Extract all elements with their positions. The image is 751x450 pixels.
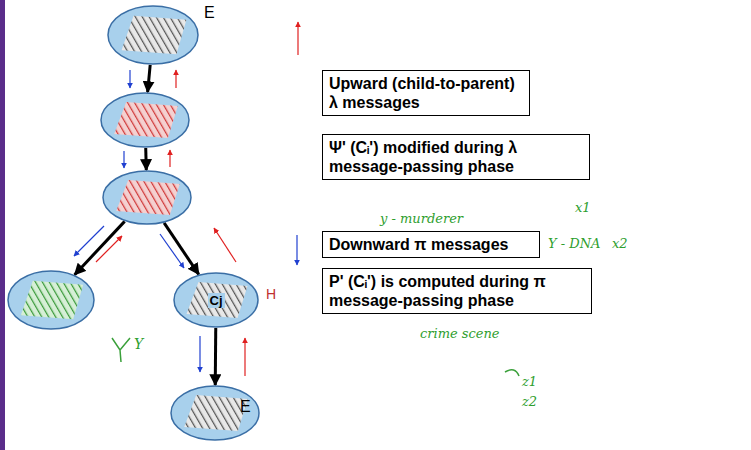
text-box: Upward (child-to-parent) λ messages — [322, 70, 530, 116]
potential-table — [184, 395, 248, 431]
ellipse-outline — [7, 270, 95, 330]
potential-table — [114, 102, 178, 138]
clique-tree-edge — [164, 223, 199, 274]
clique-tree-edge — [144, 148, 148, 170]
ellipse-outline — [107, 5, 199, 65]
annotation-label: y - murderer — [380, 211, 463, 226]
annotation-label: crime scene — [420, 326, 500, 341]
ellipse-outline — [102, 170, 192, 225]
annotation-label: x1 — [575, 200, 591, 215]
annotation-label: E — [204, 4, 215, 22]
box-text: Upward (child-to-parent) λ messages — [329, 74, 523, 112]
potential-table — [116, 180, 180, 215]
potential-table — [122, 16, 187, 54]
clique-ellipse — [100, 92, 190, 148]
handwritten-scribble — [112, 338, 519, 376]
clique-tree-edge — [148, 65, 151, 92]
pi-message-arrows — [74, 70, 297, 372]
annotation-label: E — [240, 398, 251, 416]
clique-ellipse — [107, 5, 199, 65]
side-bar — [0, 0, 5, 450]
clique-ellipse — [7, 270, 95, 330]
clique-ellipse — [102, 170, 192, 225]
clique-ellipse: Cj — [173, 272, 259, 328]
box-text: Downward π messages — [329, 235, 533, 254]
text-box: Ψ' (Cᵢ') modified during λ message-passi… — [322, 134, 590, 180]
annotation-label: Y — [134, 336, 143, 352]
annotation-label: z2 — [522, 394, 537, 409]
box-text: Ψ' (Cᵢ') modified during λ message-passi… — [329, 138, 583, 176]
annotation-label: x2 — [612, 236, 628, 251]
ellipse-outline — [100, 92, 190, 148]
potential-table — [21, 281, 83, 319]
clique-tree-edge — [75, 221, 125, 274]
annotation-label: z1 — [522, 374, 537, 389]
text-box: P' (Cᵢ') is computed during π message-pa… — [322, 268, 592, 314]
box-text: P' (Cᵢ') is computed during π message-pa… — [329, 272, 585, 310]
annotation-label: H — [266, 286, 276, 302]
clique-label: Cj — [208, 293, 225, 308]
lambda-message-arrows — [96, 22, 298, 376]
potential-table — [186, 282, 247, 318]
text-box: Downward π messages — [322, 231, 540, 258]
clique-tree-edge — [214, 328, 218, 385]
annotation-label: Y - DNA — [548, 236, 600, 251]
